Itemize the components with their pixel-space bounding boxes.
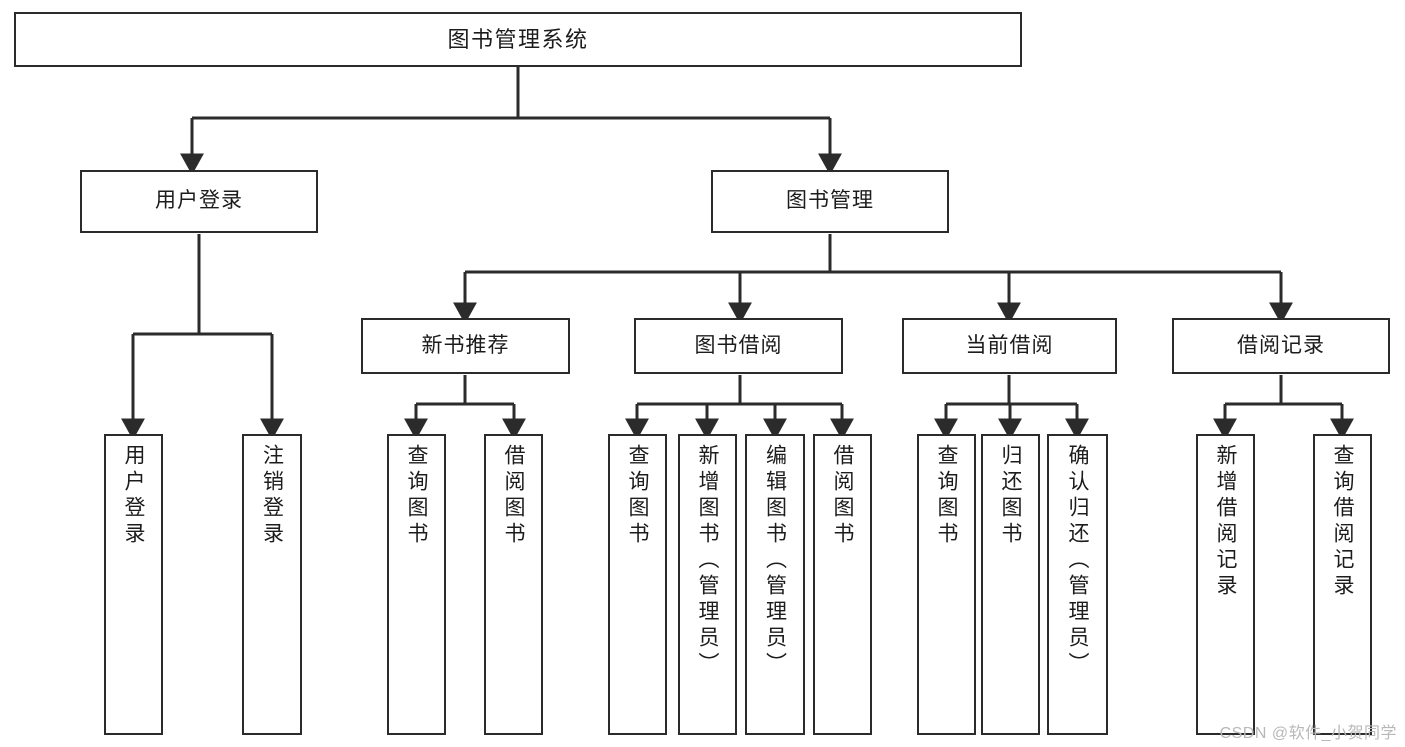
node-leaf-edit-book[interactable]: 编辑图书（管理员）	[745, 434, 805, 735]
node-borrow-record-label: 借阅记录	[1237, 333, 1325, 357]
node-new-book-recommend[interactable]: 新书推荐	[361, 318, 570, 374]
node-book-manage-label: 图书管理	[786, 189, 874, 213]
node-current-borrow-label: 当前借阅	[965, 333, 1054, 357]
node-leaf-query-book-3[interactable]: 查询图书	[917, 434, 976, 735]
node-user-login-label: 用户登录	[155, 189, 243, 213]
node-book-borrow-label: 图书借阅	[694, 333, 783, 357]
node-root-label: 图书管理系统	[447, 26, 589, 52]
node-leaf-borrow-book-2[interactable]: 借阅图书	[813, 434, 872, 735]
node-book-manage[interactable]: 图书管理	[711, 170, 949, 233]
node-leaf-confirm-return[interactable]: 确认归还（管理员）	[1047, 434, 1108, 735]
node-user-login[interactable]: 用户登录	[80, 170, 318, 233]
node-leaf-query-book-1-label: 查询图书	[405, 444, 428, 548]
node-leaf-logout-login[interactable]: 注销登录	[242, 434, 302, 735]
node-leaf-add-book-label: 新增图书（管理员）	[696, 444, 719, 678]
node-leaf-borrow-book-2-label: 借阅图书	[831, 444, 854, 548]
node-leaf-confirm-return-label: 确认归还（管理员）	[1066, 444, 1089, 678]
node-book-borrow[interactable]: 图书借阅	[634, 318, 843, 374]
node-leaf-query-borrow-record-label: 查询借阅记录	[1331, 444, 1354, 600]
node-leaf-add-borrow-record[interactable]: 新增借阅记录	[1196, 434, 1255, 735]
node-root[interactable]: 图书管理系统	[14, 12, 1022, 67]
node-leaf-add-book[interactable]: 新增图书（管理员）	[678, 434, 737, 735]
node-leaf-add-borrow-record-label: 新增借阅记录	[1214, 444, 1237, 600]
node-leaf-return-book-label: 归还图书	[999, 444, 1022, 548]
csdn-watermark: CSDN @软件_小贺同学	[1219, 725, 1397, 742]
node-leaf-query-book-1[interactable]: 查询图书	[387, 434, 446, 735]
node-leaf-query-borrow-record[interactable]: 查询借阅记录	[1313, 434, 1372, 735]
node-borrow-record[interactable]: 借阅记录	[1172, 318, 1390, 374]
node-leaf-return-book[interactable]: 归还图书	[981, 434, 1040, 735]
node-leaf-borrow-book-1-label: 借阅图书	[502, 444, 525, 548]
node-leaf-query-book-3-label: 查询图书	[935, 444, 958, 548]
node-leaf-borrow-book-1[interactable]: 借阅图书	[484, 434, 543, 735]
node-current-borrow[interactable]: 当前借阅	[902, 318, 1117, 374]
node-leaf-query-book-2[interactable]: 查询图书	[608, 434, 667, 735]
node-leaf-user-login-label: 用户登录	[122, 444, 145, 548]
node-leaf-query-book-2-label: 查询图书	[626, 444, 649, 548]
node-new-book-recommend-label: 新书推荐	[421, 333, 510, 357]
node-leaf-logout-login-label: 注销登录	[260, 444, 284, 548]
node-leaf-edit-book-label: 编辑图书（管理员）	[763, 444, 787, 678]
node-leaf-user-login[interactable]: 用户登录	[104, 434, 163, 735]
